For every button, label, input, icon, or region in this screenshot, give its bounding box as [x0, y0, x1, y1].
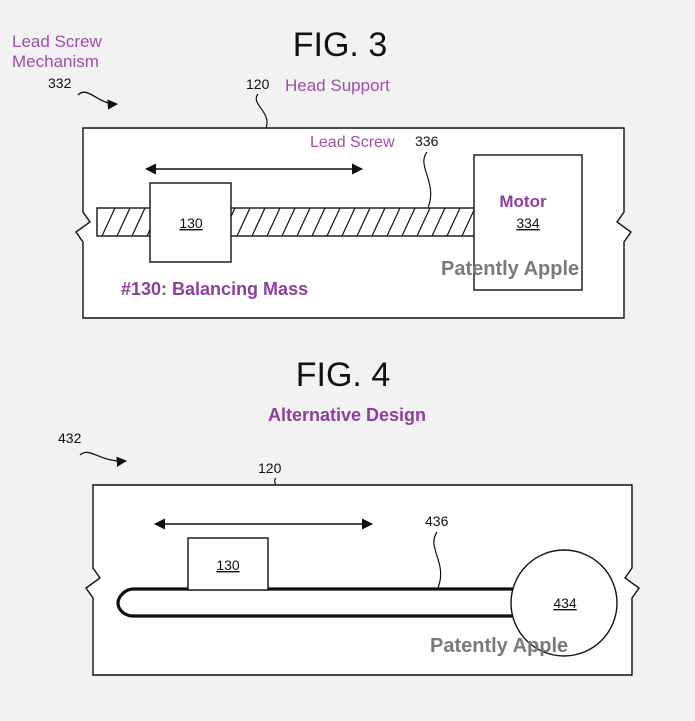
fig3-lead-screw-label: Lead Screw: [310, 134, 395, 151]
fig3-motor-block: [473, 154, 583, 291]
fig3-mechanism-label-line2: Mechanism: [12, 52, 99, 71]
fig4-motor-circle: [510, 549, 618, 657]
fig4-motor-ref: 434: [553, 595, 577, 611]
fig4-balancing-mass-block: [187, 537, 269, 591]
fig3-mechanism-label-line1: Lead Screw: [12, 32, 102, 51]
fig4-title: FIG. 4: [296, 356, 390, 394]
fig4-watermark: Patently Apple: [430, 635, 568, 657]
fig4-mechanism-ref: 432: [58, 430, 82, 446]
fig4-subtitle: Alternative Design: [268, 405, 426, 425]
fig3-mass-caption: #130: Balancing Mass: [121, 279, 308, 299]
fig4-mass-ref: 130: [216, 557, 240, 573]
fig3-mass-ref: 130: [179, 215, 203, 231]
fig3-motor-ref: 334: [516, 215, 540, 231]
fig3-title: FIG. 3: [293, 26, 387, 64]
fig3-lead-screw-leader: [423, 151, 432, 209]
fig4-guide-rod: [116, 587, 528, 618]
fig3-head-support-label: Head Support: [285, 76, 390, 95]
fig3-motor-label: Motor: [499, 192, 547, 211]
fig4-rod-leader: [433, 531, 442, 589]
fig3-head-support-ref: 120: [246, 76, 270, 92]
fig3-watermark: Patently Apple: [441, 258, 579, 280]
fig3-balancing-mass-block: [149, 182, 232, 263]
fig3-head-support-leader: [255, 93, 268, 129]
fig4-rod-ref: 436: [425, 513, 449, 529]
fig4-mechanism-leader: [79, 451, 128, 467]
fig4-head-support-ref: 120: [258, 460, 282, 476]
fig4-head-support-frame: [85, 484, 640, 676]
fig3-mechanism-leader: [77, 91, 119, 110]
fig3-group: FIG. 3 Lead Screw Mechanism 332 120 Head…: [12, 26, 632, 319]
fig3-lead-screw-ref: 336: [415, 133, 439, 149]
fig4-group: FIG. 4 Alternative Design 432 120 130 43…: [58, 356, 640, 676]
fig3-mechanism-ref: 332: [48, 75, 72, 91]
